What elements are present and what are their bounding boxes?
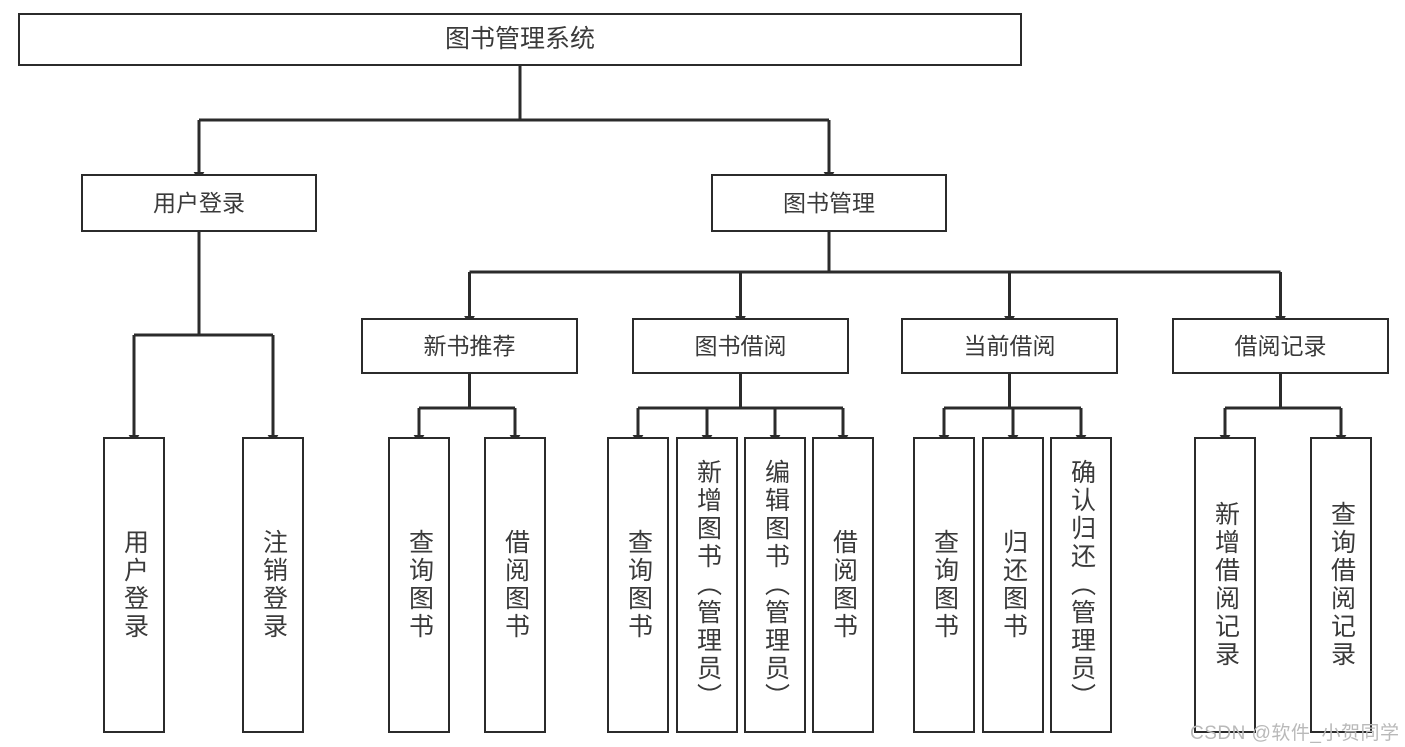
node-label: 当前借阅 [963, 332, 1056, 359]
csdn-watermark: CSDN @软件_小贺同学 [1190, 723, 1400, 744]
node-label: 归还图书 [999, 529, 1028, 641]
node-l_addrec[interactable]: 新增借阅记录 [1194, 437, 1256, 733]
node-records[interactable]: 借阅记录 [1172, 318, 1389, 374]
node-label: 确认归还（管理员） [1067, 459, 1096, 711]
node-label: 查询图书 [405, 529, 434, 641]
node-l_qrec[interactable]: 查询借阅记录 [1310, 437, 1372, 733]
node-label: 新增图书（管理员） [693, 459, 722, 711]
node-l_login[interactable]: 用户登录 [103, 437, 165, 733]
node-new_rec[interactable]: 新书推荐 [361, 318, 578, 374]
node-root[interactable]: 图书管理系统 [18, 13, 1022, 66]
node-user_login[interactable]: 用户登录 [81, 174, 317, 232]
node-label: 用户登录 [120, 529, 149, 641]
node-l_ret[interactable]: 归还图书 [982, 437, 1044, 733]
node-l_logout[interactable]: 注销登录 [242, 437, 304, 733]
node-label: 新书推荐 [423, 332, 516, 359]
node-label: 图书借阅 [694, 332, 787, 359]
node-label: 借阅图书 [501, 529, 530, 641]
node-borrow[interactable]: 图书借阅 [632, 318, 849, 374]
node-label: 查询图书 [930, 529, 959, 641]
node-label: 查询借阅记录 [1327, 501, 1356, 669]
node-label: 新增借阅记录 [1211, 501, 1240, 669]
node-current[interactable]: 当前借阅 [901, 318, 1118, 374]
node-label: 用户登录 [153, 189, 245, 216]
node-label: 借阅记录 [1234, 332, 1327, 359]
node-l_q3[interactable]: 查询图书 [913, 437, 975, 733]
node-label: 编辑图书（管理员） [761, 459, 790, 711]
node-label: 查询图书 [624, 529, 653, 641]
node-l_edit[interactable]: 编辑图书（管理员） [744, 437, 806, 733]
node-l_b1[interactable]: 借阅图书 [484, 437, 546, 733]
node-label: 图书管理 [783, 189, 875, 216]
node-book_mgmt[interactable]: 图书管理 [711, 174, 947, 232]
node-label: 图书管理系统 [444, 25, 595, 53]
node-l_q2[interactable]: 查询图书 [607, 437, 669, 733]
node-label: 借阅图书 [829, 529, 858, 641]
node-l_b2[interactable]: 借阅图书 [812, 437, 874, 733]
node-l_conf[interactable]: 确认归还（管理员） [1050, 437, 1112, 733]
node-label: 注销登录 [259, 529, 288, 641]
node-l_add[interactable]: 新增图书（管理员） [676, 437, 738, 733]
node-l_q1[interactable]: 查询图书 [388, 437, 450, 733]
